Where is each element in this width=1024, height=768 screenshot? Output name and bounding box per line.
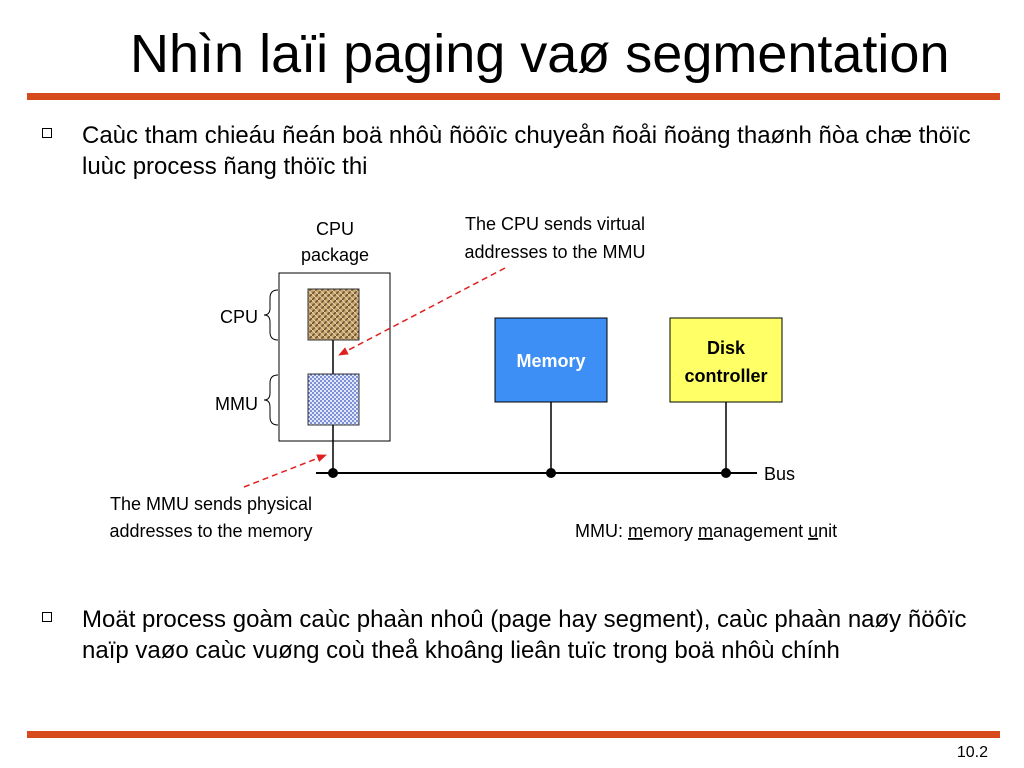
cpu-label: CPU xyxy=(220,307,258,327)
cpu-package-label-line1: CPU xyxy=(316,219,354,239)
mmu-chip xyxy=(307,373,360,426)
page-number: 10.2 xyxy=(956,744,988,761)
cpu-note-line2: addresses to the MMU xyxy=(464,242,645,262)
bus-label: Bus xyxy=(764,464,795,484)
mmu-legend-r2: anagement xyxy=(713,521,808,541)
mmu-brace xyxy=(263,374,279,426)
disk-label-line2: controller xyxy=(684,366,767,386)
mmu-legend-m2: m xyxy=(698,521,713,541)
mmu-note-line2: addresses to the memory xyxy=(109,521,312,541)
cpu-note-arrow xyxy=(338,267,506,356)
memory-label: Memory xyxy=(516,351,585,371)
bullet-2-text: Moät process goàm caùc phaàn nhoû (page … xyxy=(82,606,967,664)
mmu-legend-m1: m xyxy=(628,521,643,541)
mmu-legend-r3: nit xyxy=(818,521,837,541)
bus-node-memory xyxy=(546,468,556,478)
disk-controller-box xyxy=(669,317,783,403)
top-rule xyxy=(27,93,1000,100)
bottom-rule xyxy=(27,731,1000,738)
bullet-square-icon xyxy=(42,128,52,138)
bullet-square-icon xyxy=(42,612,52,622)
mmu-legend: MMU: memory management unit xyxy=(575,521,837,541)
disk-label-line1: Disk xyxy=(707,338,746,358)
mmu-legend-u: u xyxy=(808,521,818,541)
mmu-label: MMU xyxy=(215,394,258,414)
mmu-note-arrow xyxy=(243,454,327,488)
bullet-1: Caùc tham chieáu ñeán boä nhôù ñöôïc chu… xyxy=(42,120,982,182)
mmu-note-line1: The MMU sends physical xyxy=(110,494,312,514)
bullet-1-text: Caùc tham chieáu ñeán boä nhôù ñöôïc chu… xyxy=(82,122,971,180)
cpu-chip xyxy=(307,288,360,341)
bus-node-mmu xyxy=(328,468,338,478)
mmu-legend-r1: emory xyxy=(643,521,698,541)
cpu-brace xyxy=(263,289,279,341)
memory-box xyxy=(494,317,608,403)
bus-node-disk xyxy=(721,468,731,478)
bullet-2: Moät process goàm caùc phaàn nhoû (page … xyxy=(42,604,982,666)
mmu-legend-prefix: MMU: xyxy=(575,521,628,541)
slide-title: Nhìn laïi paging vaø segmentation xyxy=(130,24,950,84)
cpu-note-line1: The CPU sends virtual xyxy=(465,214,645,234)
cpu-package-label-line2: package xyxy=(301,245,369,265)
